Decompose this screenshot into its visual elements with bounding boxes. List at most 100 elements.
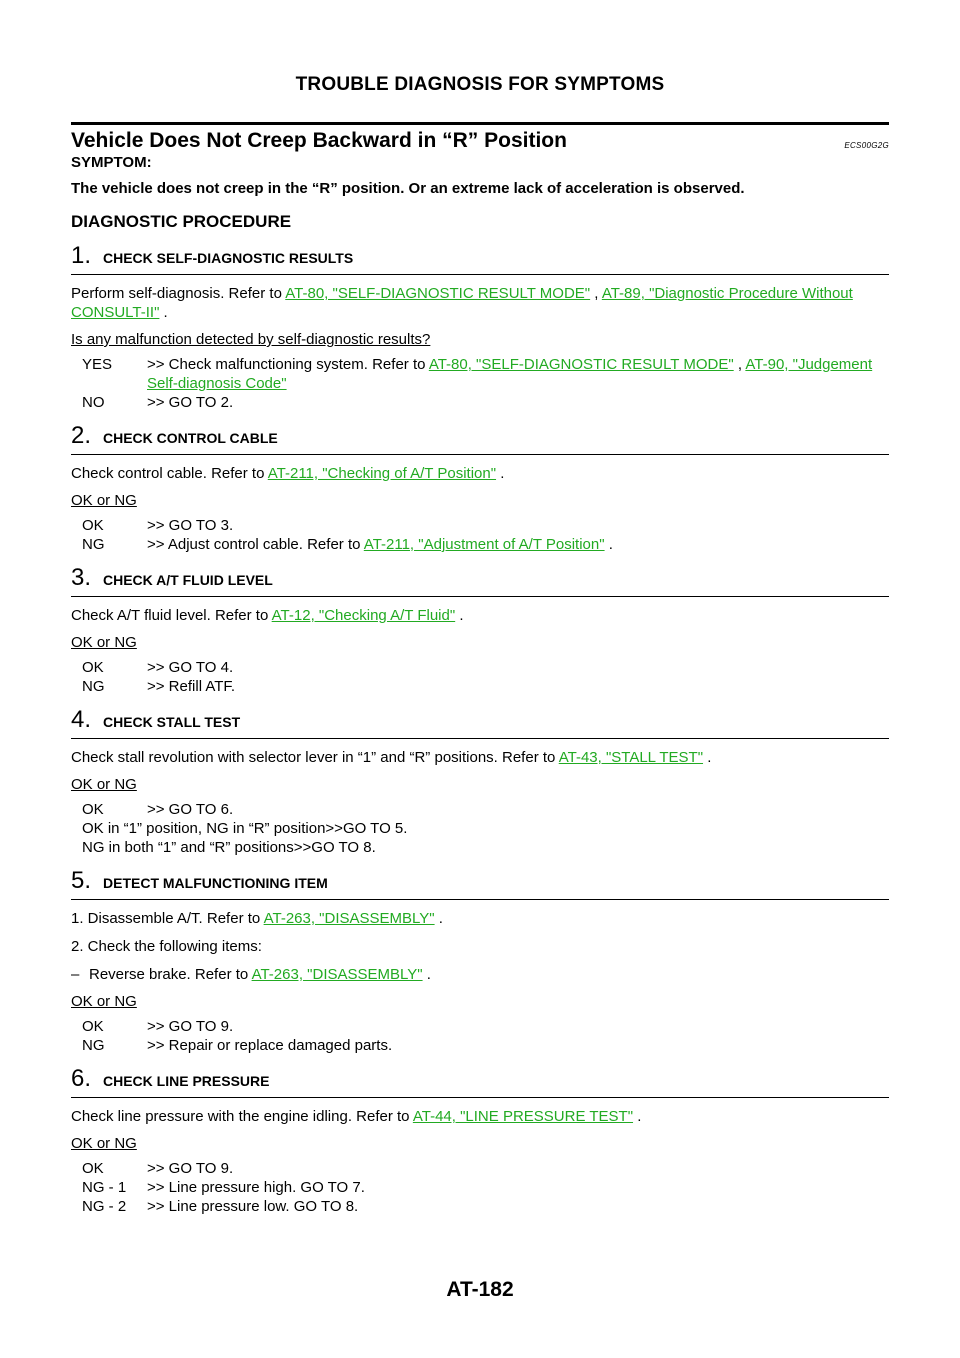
step-1: 1. CHECK SELF-DIAGNOSTIC RESULTS Perform… xyxy=(71,244,889,412)
answer-value: >> GO TO 2. xyxy=(147,394,234,411)
answer-value: >> GO TO 9. xyxy=(147,1018,234,1035)
answer-key: OK xyxy=(82,517,104,534)
step-instruction: Check control cable. Refer to AT-211, "C… xyxy=(71,464,889,483)
step-3: 3. CHECK A/T FLUID LEVEL Check A/T fluid… xyxy=(71,566,889,696)
reference-link[interactable]: AT-80, "SELF-DIAGNOSTIC RESULT MODE" xyxy=(428,356,734,373)
step-number: 3. xyxy=(71,564,92,591)
instruction-text: . xyxy=(703,749,712,766)
instruction-text: Check line pressure with the engine idli… xyxy=(71,1108,413,1125)
page-number: AT-182 xyxy=(446,1278,514,1301)
answer-key: OK xyxy=(82,659,104,676)
reference-link[interactable]: AT-263, "DISASSEMBLY" xyxy=(263,910,435,927)
answer-text: >> Adjust control cable. Refer to xyxy=(147,536,364,553)
answer-ok: OK >> GO TO 6. xyxy=(82,800,889,819)
instruction-text: 1. Disassemble A/T. Refer to xyxy=(71,910,264,927)
step-number: 6. xyxy=(71,1065,92,1092)
bullet-text: Reverse brake. Refer to AT-263, "DISASSE… xyxy=(89,965,431,984)
reference-link[interactable]: AT-211, "Adjustment of A/T Position" xyxy=(363,536,605,553)
answer-ng-both: NG in both “1” and “R” positions>>GO TO … xyxy=(82,839,376,856)
separator-text: , xyxy=(733,356,746,373)
answer-ng: NG >> Refill ATF. xyxy=(82,677,889,696)
answer-value: >> Line pressure high. GO TO 7. xyxy=(147,1179,365,1196)
answer-list: OK >> GO TO 3. NG >> Adjust control cabl… xyxy=(82,516,889,554)
instruction-text: Reverse brake. Refer to xyxy=(89,966,252,983)
instruction-text: . xyxy=(159,304,168,321)
answer-key: OK xyxy=(82,801,104,818)
reference-link[interactable]: AT-89, "Diagnostic Procedure Without CON… xyxy=(71,285,853,321)
answer-key: OK xyxy=(82,1018,104,1035)
answer-list: OK >> GO TO 9. NG >> Repair or replace d… xyxy=(82,1017,889,1055)
instruction-text: . xyxy=(496,465,505,482)
step-header: 3. CHECK A/T FLUID LEVEL xyxy=(71,566,889,597)
step-question: OK or NG xyxy=(71,492,137,509)
answer-value: >> Adjust control cable. Refer to AT-211… xyxy=(147,535,889,554)
answer-ng: NG >> Repair or replace damaged parts. xyxy=(82,1036,889,1055)
reference-link[interactable]: AT-263, "DISASSEMBLY" xyxy=(251,966,423,983)
answer-list: OK >> GO TO 6. OK in “1” position, NG in… xyxy=(82,800,889,857)
step-5: 5. DETECT MALFUNCTIONING ITEM 1. Disasse… xyxy=(71,869,889,1055)
answer-key: NG - 2 xyxy=(82,1198,127,1215)
dash-bullet: – xyxy=(71,966,80,983)
step-question: Is any malfunction detected by self-diag… xyxy=(71,331,431,348)
reference-link[interactable]: AT-80, "SELF-DIAGNOSTIC RESULT MODE" xyxy=(285,285,591,302)
step-number: 4. xyxy=(71,706,92,733)
step-6: 6. CHECK LINE PRESSURE Check line pressu… xyxy=(71,1067,889,1216)
step-instruction: Check A/T fluid level. Refer to AT-12, "… xyxy=(71,606,889,625)
step-question: OK or NG xyxy=(71,1135,137,1152)
answer-key: NG xyxy=(82,1037,105,1054)
step-title: CHECK CONTROL CABLE xyxy=(103,430,278,446)
answer-ng: NG >> Adjust control cable. Refer to AT-… xyxy=(82,535,889,554)
reference-link[interactable]: AT-44, "LINE PRESSURE TEST" xyxy=(412,1108,634,1125)
instruction-text: Perform self-diagnosis. Refer to xyxy=(71,285,286,302)
reference-link[interactable]: AT-12, "Checking A/T Fluid" xyxy=(271,607,456,624)
answer-ng-2: NG - 2 >> Line pressure low. GO TO 8. xyxy=(82,1197,889,1216)
step-question: OK or NG xyxy=(71,634,137,651)
step-number: 2. xyxy=(71,422,92,449)
answer-key: NG xyxy=(82,678,105,695)
step-title: CHECK LINE PRESSURE xyxy=(103,1073,270,1089)
reference-link[interactable]: AT-43, "STALL TEST" xyxy=(558,749,704,766)
answer-value: >> Check malfunctioning system. Refer to… xyxy=(147,355,889,393)
answer-ok-ng: OK in “1” position, NG in “R” position>>… xyxy=(82,820,408,837)
step-header: 2. CHECK CONTROL CABLE xyxy=(71,424,889,455)
answer-ok: OK >> GO TO 3. xyxy=(82,516,889,535)
answer-key: NO xyxy=(82,394,105,411)
answer-ok: OK >> GO TO 9. xyxy=(82,1159,889,1178)
section-code: ECS00G2G xyxy=(844,141,889,150)
answer-ok: OK >> GO TO 9. xyxy=(82,1017,889,1036)
step-title: DETECT MALFUNCTIONING ITEM xyxy=(103,875,328,891)
answer-value: >> Line pressure low. GO TO 8. xyxy=(147,1198,359,1215)
answer-list: YES >> Check malfunctioning system. Refe… xyxy=(82,355,889,412)
procedure-title: DIAGNOSTIC PROCEDURE xyxy=(71,212,292,231)
page-header: TROUBLE DIAGNOSIS FOR SYMPTOMS xyxy=(295,74,665,95)
content: Vehicle Does Not Creep Backward in “R” P… xyxy=(71,122,889,1216)
step-header: 5. DETECT MALFUNCTIONING ITEM xyxy=(71,869,889,900)
answer-value: >> GO TO 9. xyxy=(147,1160,234,1177)
answer-key: NG - 1 xyxy=(82,1179,127,1196)
step-4: 4. CHECK STALL TEST Check stall revoluti… xyxy=(71,708,889,857)
symptom-text: The vehicle does not creep in the “R” po… xyxy=(71,180,745,197)
step-header: 1. CHECK SELF-DIAGNOSTIC RESULTS xyxy=(71,244,889,275)
answer-list: OK >> GO TO 9. NG - 1 >> Line pressure h… xyxy=(82,1159,889,1216)
numbered-item-1: 1. Disassemble A/T. Refer to AT-263, "DI… xyxy=(71,909,889,928)
answer-value: >> GO TO 4. xyxy=(147,659,234,676)
reference-link[interactable]: AT-90, "Judgement Self-diagnosis Code" xyxy=(147,356,873,392)
instruction-text: Check stall revolution with selector lev… xyxy=(71,749,559,766)
answer-value: >> GO TO 6. xyxy=(147,801,234,818)
step-instruction: Check stall revolution with selector lev… xyxy=(71,748,889,767)
step-title: CHECK SELF-DIAGNOSTIC RESULTS xyxy=(103,250,354,266)
numbered-item-2: 2. Check the following items: xyxy=(71,938,262,955)
answer-key: YES xyxy=(82,356,113,373)
instruction-text: . xyxy=(633,1108,642,1125)
answer-yes: YES >> Check malfunctioning system. Refe… xyxy=(82,355,889,393)
step-title: CHECK STALL TEST xyxy=(103,714,241,730)
instruction-text: . xyxy=(455,607,464,624)
reference-link[interactable]: AT-211, "Checking of A/T Position" xyxy=(267,465,497,482)
step-2: 2. CHECK CONTROL CABLE Check control cab… xyxy=(71,424,889,554)
step-header: 6. CHECK LINE PRESSURE xyxy=(71,1067,889,1098)
answer-ok: OK >> GO TO 4. xyxy=(82,658,889,677)
instruction-text: Check A/T fluid level. Refer to xyxy=(71,607,272,624)
instruction-text: . xyxy=(434,910,443,927)
answer-key: NG xyxy=(82,536,105,553)
instruction-text: . xyxy=(422,966,431,983)
